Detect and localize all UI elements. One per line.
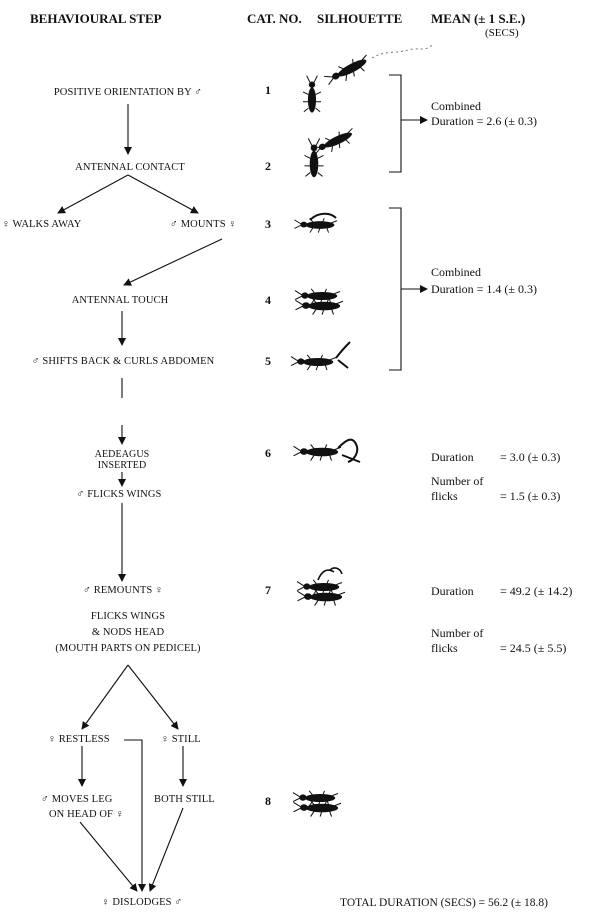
header-mean: MEAN (± 1 S.E.) (431, 11, 526, 26)
step-remounts: ♂ REMOUNTS ♀ (83, 585, 163, 596)
step-walks-away: ♀ WALKS AWAY (2, 219, 82, 230)
beetle-silhouette-icon (322, 44, 433, 90)
duration-6-value: = 3.0 (± 0.3) (500, 450, 561, 464)
flicks-7-value: = 24.5 (± 5.5) (500, 641, 567, 655)
arrow-contact-to-walks-away (57, 174, 129, 214)
header-behavioural-step: BEHAVIOURAL STEP (30, 11, 162, 26)
cat-number: 6 (265, 446, 271, 460)
cat-number: 1 (265, 83, 271, 97)
arrow-both-still-to-dislodges (148, 807, 184, 892)
duration-7-label: Duration (431, 584, 474, 598)
beetle-silhouette-icon (294, 288, 344, 316)
duration-6-label: Duration (431, 450, 474, 464)
total-duration: TOTAL DURATION (SECS) = 56.2 (± 18.8) (340, 897, 549, 909)
step-flicks-wings: ♂ FLICKS WINGS (76, 489, 162, 500)
beetle-silhouette-icon (294, 212, 338, 234)
header-units: (SECS) (485, 27, 519, 39)
step-shifts-back: ♂ SHIFTS BACK & CURLS ABDOMEN (31, 356, 215, 367)
cat-number: 4 (265, 293, 271, 307)
combined-duration-1: Duration = 2.6 (± 0.3) (431, 114, 538, 128)
flicks-6-label-b: flicks (431, 489, 458, 503)
cat-number: 3 (265, 217, 271, 231)
cat-number: 5 (265, 354, 271, 368)
cat-number: 7 (265, 583, 271, 597)
combined-label-2: Combined (431, 265, 481, 279)
arrow-restless-to-dislodges (124, 739, 146, 892)
beetle-silhouette-icon (290, 341, 351, 371)
arrow-contact-to-mounts (127, 174, 199, 214)
beetle-silhouette-icon (302, 75, 322, 114)
step-moves-leg-1: ♂ MOVES LEG (41, 794, 113, 805)
step-moves-leg-2: ON HEAD OF ♀ (49, 809, 124, 820)
flicks-7-label-a: Number of (431, 626, 484, 640)
step-mounts: ♂ MOUNTS ♀ (170, 219, 237, 230)
bracket-cat-1-2 (389, 74, 402, 173)
arrow-nods-to-still (127, 664, 179, 730)
step-still: ♀ STILL (161, 734, 201, 745)
cat-number: 2 (265, 159, 271, 173)
arrow-moves-leg-to-dislodges (79, 821, 138, 892)
header-silhouette: SILHOUETTE (317, 11, 403, 26)
step-positive-orientation: POSITIVE ORIENTATION BY ♂ (53, 87, 203, 98)
beetle-silhouette-icon (296, 567, 346, 607)
beetle-silhouette-icon (292, 790, 342, 818)
cat-number: 8 (265, 794, 271, 808)
flicks-6-label-a: Number of (431, 474, 484, 488)
step-both-still: BOTH STILL (154, 794, 215, 805)
step-flicks-nods-1: FLICKS WINGS (90, 611, 166, 622)
step-flicks-nods-2: & NODS HEAD (91, 627, 165, 638)
flicks-6-value: = 1.5 (± 0.3) (500, 489, 561, 503)
step-aedeagus-1: AEDEAGUS (94, 449, 150, 460)
flicks-7-label-b: flicks (431, 641, 458, 655)
step-restless: ♀ RESTLESS (48, 734, 110, 745)
step-antennal-touch: ANTENNAL TOUCH (71, 295, 169, 306)
arrow-mounts-to-touch (123, 238, 223, 286)
combined-label-1: Combined (431, 99, 481, 113)
duration-7-value: = 49.2 (± 14.2) (500, 584, 573, 598)
arrow-nods-to-restless (81, 664, 129, 730)
step-flicks-nods-3: (MOUTH PARTS ON PEDICEL) (55, 643, 201, 654)
step-aedeagus-2: INSERTED (97, 460, 147, 471)
combined-duration-2: Duration = 1.4 (± 0.3) (431, 282, 538, 296)
header-cat-no: CAT. NO. (247, 11, 302, 26)
step-dislodges: ♀ DISLODGES ♂ (101, 897, 183, 908)
step-antennal-contact: ANTENNAL CONTACT (75, 162, 185, 173)
beetle-silhouette-icon (292, 438, 361, 463)
